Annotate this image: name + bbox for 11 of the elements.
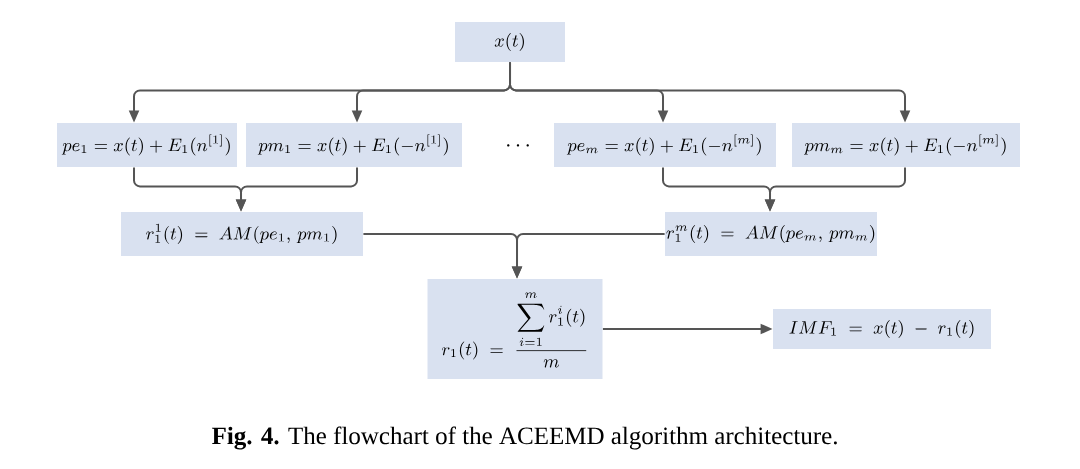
formula-box: $pe_1 = x(t)+E_1(n^{[1]})$ bbox=[57, 123, 237, 167]
formula-box: $r_1^{m}(t) \;=\; AM(pe_m,\, pm_m)$ bbox=[665, 212, 877, 256]
formula-box: $r_1^{1}(t) \;=\; AM(pe_1,\, pm_1)$ bbox=[121, 212, 363, 256]
formula-box: $pe_m = x(t)+E_1(-n^{[m]})$ bbox=[554, 123, 776, 167]
formula-box: $x(t)$ bbox=[455, 22, 565, 62]
formula-box: $pm_1 = x(t)+E_1(-n^{[1]})$ bbox=[246, 123, 462, 167]
ellipsis: $\cdots$ bbox=[507, 144, 529, 147]
caption: Fig. 4. The flowchart of the ACEEMD algorithm architecture. bbox=[212, 426, 837, 450]
formula-box: $r_1(t) \;=\; \frac{\displaystyle\sum_{i=1}^{m} r_1^{i}(t)}{m}$ bbox=[427, 279, 603, 379]
formula-box: $IMF_1 \;=\; x(t) \;-\; r_1(t)$ bbox=[773, 309, 991, 349]
formula-box: $pm_m = x(t)+E_1(-n^{[m]})$ bbox=[792, 123, 1020, 167]
